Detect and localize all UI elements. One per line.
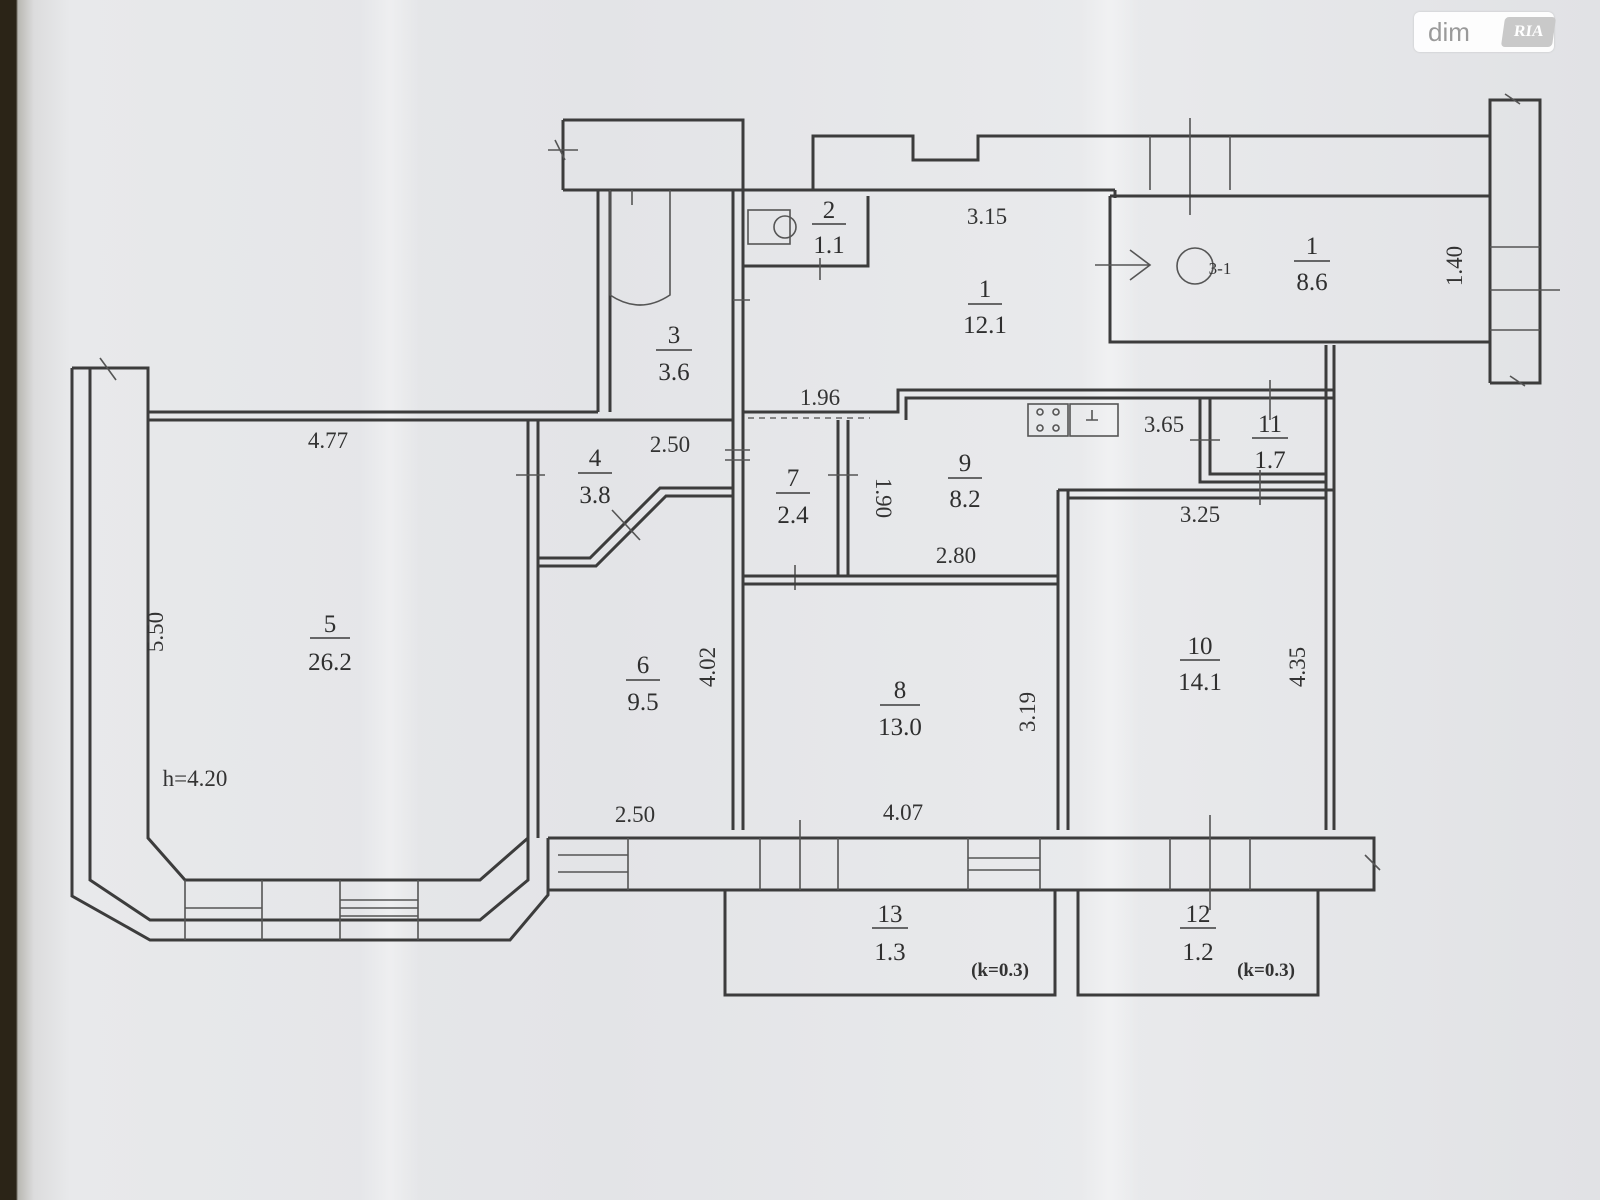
stair-marker-icon: [1176, 247, 1214, 285]
dimension-label: 3.65: [1144, 412, 1184, 437]
room-number: 9: [959, 450, 972, 477]
room-number: 4: [589, 445, 602, 472]
logo-badge: RIA: [1500, 17, 1557, 47]
dimension-label: 1.90: [871, 478, 896, 518]
dimension-label: 2.50: [615, 802, 655, 827]
room-number: 1: [1306, 233, 1319, 260]
dimension-label: 2.50: [650, 432, 690, 457]
room-area: 3.6: [658, 359, 689, 386]
paper-fold: [360, 0, 420, 1200]
room-number: 6: [637, 652, 650, 679]
dimension-label: 3.25: [1180, 502, 1220, 527]
room-area: 14.1: [1178, 669, 1222, 696]
toilet-icon: [747, 209, 791, 245]
room-number: 13: [878, 901, 903, 928]
room-area: 8.2: [949, 486, 980, 513]
room-area: 1.2: [1182, 939, 1213, 966]
room-area: 1.1: [813, 232, 844, 259]
corridor-walls: [1095, 93, 1560, 387]
balcony-coefficient: (k=0.3): [971, 960, 1029, 981]
top-exterior-wall: [548, 98, 1542, 385]
logo-word: dim: [1428, 16, 1470, 47]
stove-icon: [1027, 403, 1069, 437]
room-area: 26.2: [308, 649, 352, 676]
room-area: 9.5: [627, 689, 658, 716]
dimension-label: 4.35: [1285, 647, 1310, 687]
dimension-label: 1.96: [800, 385, 840, 410]
dimria-watermark-logo: dim RIA: [1414, 12, 1557, 52]
room-area: 13.0: [878, 714, 922, 741]
room-number: 7: [787, 465, 800, 492]
area-fraction-lines: [310, 223, 1330, 929]
dimension-label: 2.80: [936, 543, 976, 568]
interior-walls: [70, 190, 1381, 997]
dimension-label: 4.02: [695, 647, 720, 687]
dimension-label: 5.50: [143, 612, 168, 652]
dimension-label: 3.15: [967, 204, 1007, 229]
room-area: 2.4: [777, 502, 809, 529]
room-number: 10: [1188, 633, 1213, 660]
room-number: 12: [1186, 901, 1211, 928]
room-number: 3: [668, 322, 681, 349]
room-number: 8: [894, 677, 907, 704]
dimension-labels: 3.15 1.40 1.96 4.77 2.50 3.65 1.90 3.25 …: [143, 204, 1467, 827]
ceiling-height: h=4.20: [163, 766, 228, 791]
room-area: 1.7: [1254, 447, 1285, 474]
room-area: 12.1: [963, 312, 1007, 339]
room-number: 2: [823, 197, 836, 224]
stair-label: 3-1: [1209, 259, 1232, 278]
room-area: 3.8: [579, 482, 610, 509]
room-number: 5: [324, 611, 337, 638]
dimension-label: 3.19: [1015, 692, 1040, 732]
room-labels: 1 12.1 1 8.6 2 1.1 3 3.6 4 3.8 5 26.2 6 …: [163, 197, 1328, 981]
dimension-label: 4.77: [308, 428, 348, 453]
dimension-label: 4.07: [883, 800, 923, 825]
room-area: 8.6: [1296, 269, 1327, 296]
balcony-coefficient: (k=0.3): [1237, 960, 1295, 981]
room-number: 11: [1258, 411, 1282, 438]
dimension-label: 1.40: [1442, 246, 1467, 286]
room-number: 1: [979, 276, 992, 303]
sink-icon: [1069, 403, 1119, 437]
room-area: 1.3: [874, 939, 905, 966]
